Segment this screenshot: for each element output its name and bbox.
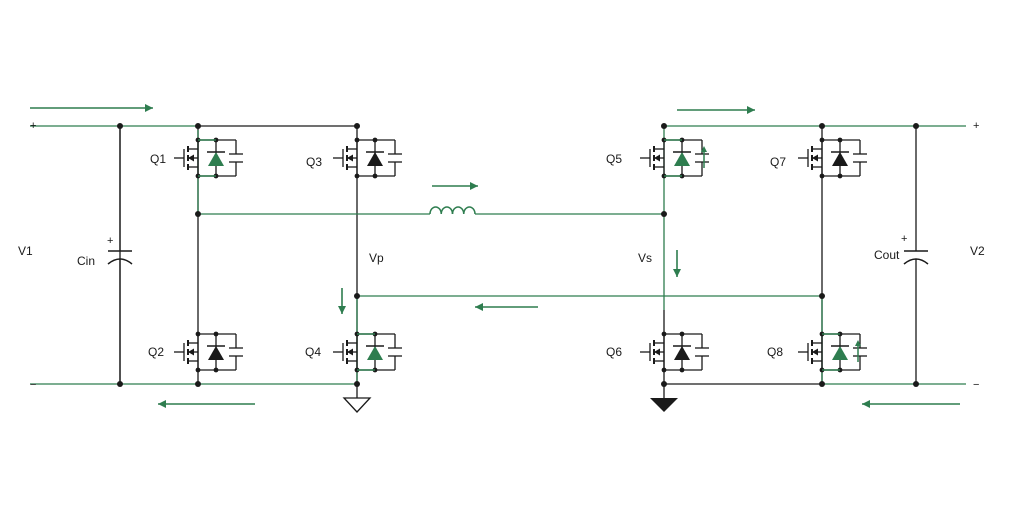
q1-mosfet (173, 136, 244, 180)
q5-label: Q5 (606, 152, 622, 166)
current-arrow-head (701, 146, 707, 152)
output-current-arrow (677, 106, 755, 114)
q7-mosfet (797, 136, 868, 180)
q6-mosfet (639, 330, 710, 374)
components (107, 126, 929, 413)
inductor-coil (429, 206, 442, 215)
cout-label: Cout (874, 248, 900, 262)
mosfet-symbol (639, 330, 710, 374)
output-return-arrow (862, 400, 960, 408)
inductor-current-arrow (432, 182, 478, 190)
arrow-head-icon (145, 104, 153, 112)
body-diode-icon (208, 152, 224, 166)
ground-symbol-secondary (650, 384, 678, 412)
q7-label: Q7 (770, 155, 786, 169)
arrow-head-icon (338, 306, 346, 314)
q1-label: Q1 (150, 152, 166, 166)
junction-dot (117, 381, 123, 387)
cin-plus-label: + (107, 235, 113, 247)
ground-icon (650, 398, 678, 412)
arrow-head-icon (747, 106, 755, 114)
body-diode-icon (208, 346, 224, 360)
v2-minus-label: − (973, 379, 979, 391)
current-path-wires (30, 125, 966, 385)
inductor (429, 206, 476, 215)
vs-current-arrow (673, 250, 681, 277)
q2-mosfet (173, 330, 244, 374)
cout-plus-label: + (901, 233, 907, 245)
q4-label: Q4 (305, 345, 321, 359)
junction-dot (354, 123, 360, 129)
junction-dot (913, 381, 919, 387)
v1-label: V1 (18, 244, 33, 258)
q5-mosfet (639, 136, 710, 180)
mosfet-symbol (639, 136, 710, 180)
inductor-coil (463, 206, 476, 215)
body-diode-icon (367, 152, 383, 166)
q3-label: Q3 (306, 155, 322, 169)
arrow-head-icon (470, 182, 478, 190)
v1-plus-label: + (30, 120, 36, 132)
arrow-head-icon (673, 269, 681, 277)
junction-dot (661, 381, 667, 387)
mosfet-symbol (173, 136, 244, 180)
junction-dot (195, 123, 201, 129)
mosfet-symbol (332, 136, 403, 180)
junction-dot (819, 123, 825, 129)
input-current-arrow (30, 104, 153, 112)
junction-dot (661, 211, 667, 217)
junction-dot (195, 381, 201, 387)
q8-label: Q8 (767, 345, 783, 359)
q2-label: Q2 (148, 345, 164, 359)
junction-dot (354, 381, 360, 387)
body-diode-icon (674, 346, 690, 360)
junction-dot (661, 123, 667, 129)
mosfet-symbol (797, 330, 868, 374)
mosfet-symbol (173, 330, 244, 374)
body-diode-icon (832, 346, 848, 360)
mosfet-symbol (797, 136, 868, 180)
junction-dot (913, 123, 919, 129)
q6-label: Q6 (606, 345, 622, 359)
junction-dots (117, 123, 919, 387)
body-diode-icon (674, 152, 690, 166)
input-return-arrow (158, 400, 255, 408)
q4-mosfet (332, 330, 403, 374)
arrow-head-icon (862, 400, 870, 408)
return-current-arrow (475, 303, 538, 311)
cin-label: Cin (77, 254, 95, 268)
current-arrows (30, 104, 960, 408)
v2-plus-label: + (973, 120, 979, 132)
wires (119, 125, 823, 385)
v1-minus-label: − (30, 379, 36, 391)
inductor-coil (440, 206, 454, 215)
body-diode-icon (832, 152, 848, 166)
vp-current-arrow (338, 288, 346, 314)
junction-dot (195, 211, 201, 217)
body-diode-icon (367, 346, 383, 360)
vs-label: Vs (638, 251, 652, 265)
q3-mosfet (332, 136, 403, 180)
current-arrow-head (855, 340, 861, 346)
mosfet-symbol (332, 330, 403, 374)
cin-capacitor (107, 126, 133, 384)
arrow-head-icon (158, 400, 166, 408)
junction-dot (819, 381, 825, 387)
ground-icon (342, 397, 372, 413)
inductor-coil (451, 206, 465, 215)
v2-label: V2 (970, 244, 985, 258)
q8-mosfet (797, 330, 868, 374)
junction-dot (354, 293, 360, 299)
cout-capacitor (903, 126, 929, 384)
junction-dot (117, 123, 123, 129)
vp-label: Vp (369, 251, 384, 265)
junction-dot (819, 293, 825, 299)
arrow-head-icon (475, 303, 483, 311)
labels: + − + − + + V1 V2 Cin Cout Vp Vs Q1 Q3 Q… (18, 120, 985, 391)
ground-symbol-primary (342, 384, 372, 413)
